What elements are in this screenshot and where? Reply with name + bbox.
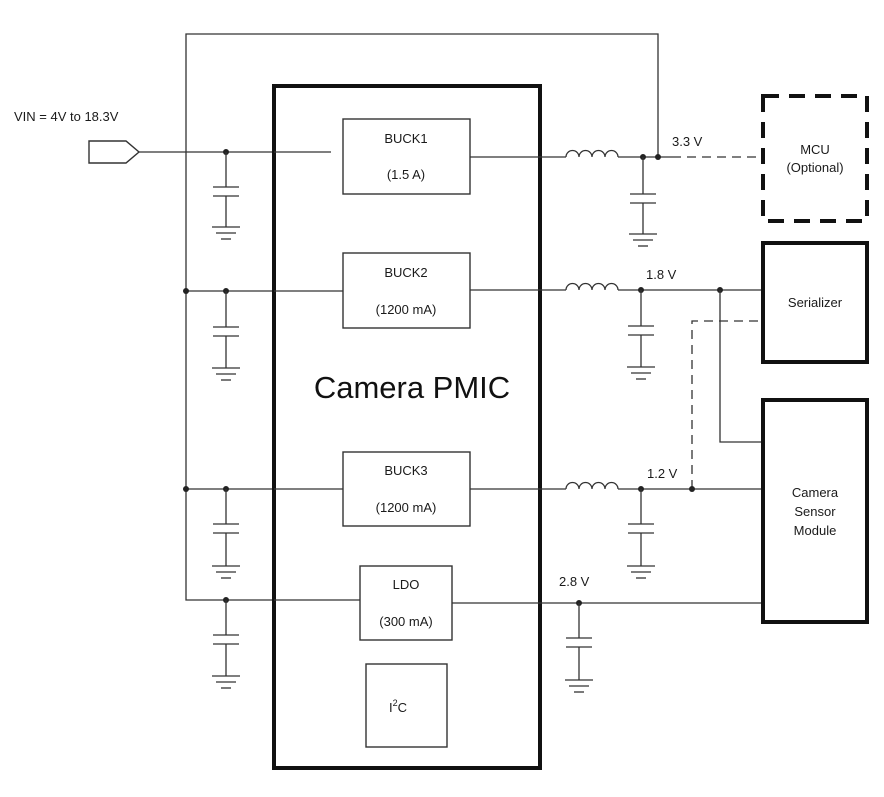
rail-label-3v3: 3.3 V: [672, 134, 703, 149]
mcu-label: MCU: [800, 142, 830, 157]
pmic-title: Camera PMIC: [314, 370, 510, 405]
sensor-label-line3: Module: [794, 523, 837, 538]
junction-dot: [183, 486, 189, 492]
output-capacitor-3: [627, 489, 655, 579]
buck1-rating: (1.5 A): [387, 167, 425, 182]
i2c-block: I2C: [365, 663, 448, 748]
ldo-name: LDO: [393, 577, 420, 592]
inductor-1: [565, 149, 619, 158]
buck1-name: BUCK1: [384, 131, 427, 146]
pmic-block: [272, 84, 542, 770]
buck1-block: BUCK1 (1.5 A): [342, 118, 471, 195]
input-capacitor-1: [212, 149, 240, 240]
junction-dot: [655, 154, 661, 160]
rail-label-1v2: 1.2 V: [647, 466, 678, 481]
buck3-rating: (1200 mA): [376, 500, 437, 515]
input-capacitor-4: [212, 597, 240, 689]
sensor-1v8-wire: [719, 290, 763, 443]
output-capacitor-4: [565, 603, 593, 693]
output-capacitor-2: [627, 290, 655, 380]
inductor-2: [565, 282, 619, 291]
rail-label-1v8: 1.8 V: [646, 267, 677, 282]
junction-dot: [183, 288, 189, 294]
ldo-rating: (300 mA): [379, 614, 432, 629]
i2c-label: I2C: [389, 698, 407, 715]
buck2-block: BUCK2 (1200 mA): [342, 252, 471, 329]
output-capacitor-1: [629, 157, 657, 247]
sensor-label-line1: Camera: [792, 485, 839, 500]
vin-label: VIN = 4V to 18.3V: [14, 109, 119, 124]
serializer-block: Serializer: [761, 241, 869, 364]
sensor-label-line2: Sensor: [794, 504, 836, 519]
buck2-rating: (1200 mA): [376, 302, 437, 317]
feedback-loop-wire: [185, 33, 659, 601]
junction-dot: [689, 486, 695, 492]
rail-label-2v8: 2.8 V: [559, 574, 590, 589]
mcu-optional-label: (Optional): [786, 160, 843, 175]
input-capacitor-3: [212, 486, 240, 579]
buck3-name: BUCK3: [384, 463, 427, 478]
camera-sensor-block: Camera Sensor Module: [761, 398, 869, 624]
mcu-block: MCU (Optional): [761, 94, 869, 223]
buck2-name: BUCK2: [384, 265, 427, 280]
serializer-label: Serializer: [788, 295, 843, 310]
buck3-block: BUCK3 (1200 mA): [342, 451, 471, 527]
serializer-dashed-wire: [691, 320, 763, 489]
inductor-3: [565, 481, 619, 490]
vin-connector: [88, 140, 141, 164]
input-capacitor-2: [212, 288, 240, 381]
ldo-block: LDO (300 mA): [359, 565, 453, 641]
